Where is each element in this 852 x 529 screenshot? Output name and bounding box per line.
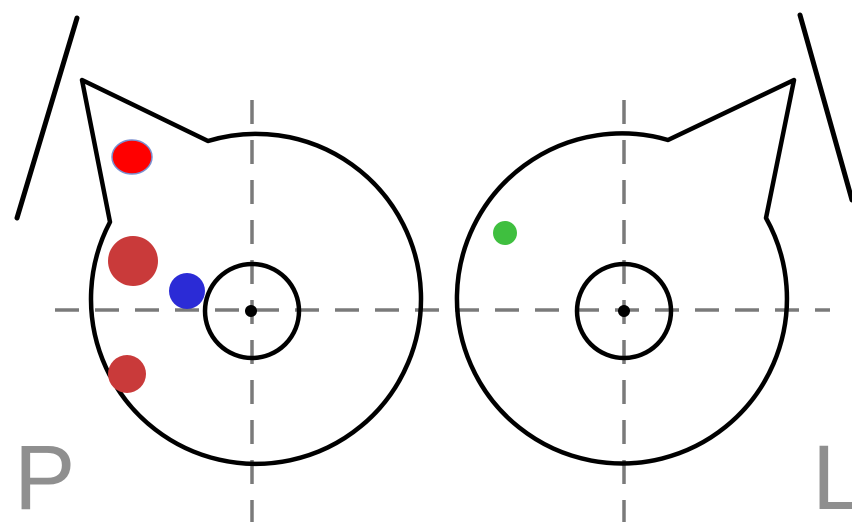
left-side-label: L (812, 432, 852, 524)
right-nipple (245, 305, 257, 317)
lesion-marker-red (112, 140, 152, 174)
lesion-marker-dark-red-large (108, 236, 158, 286)
left-nipple (618, 305, 630, 317)
lesion-marker-blue (169, 273, 205, 309)
lesion-marker-green (493, 221, 517, 245)
chest-wall-line-right (17, 18, 77, 218)
chest-wall-line-left (800, 15, 852, 200)
lesion-marker-dark-red-small (108, 355, 146, 393)
right-side-label: P (14, 432, 75, 524)
